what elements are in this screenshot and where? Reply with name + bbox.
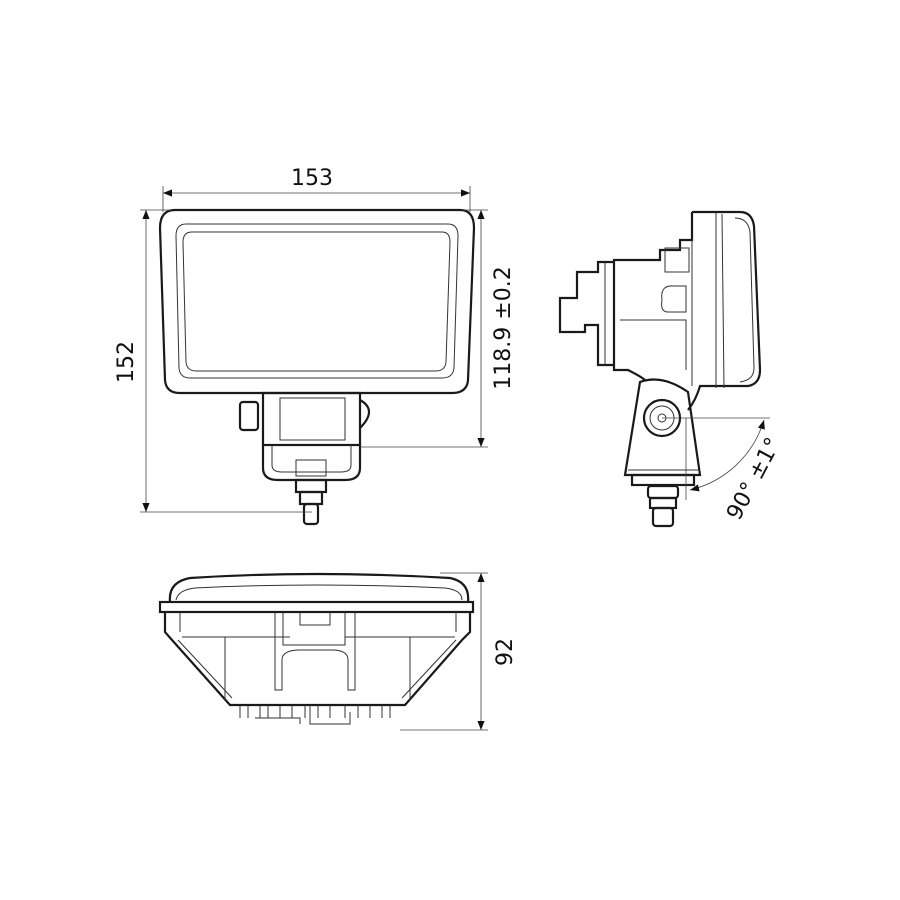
dimension-lens-height-label: 118.9 ±0.2 (491, 266, 516, 389)
dimension-width: 153 (162, 166, 471, 212)
dimension-height-label: 152 (114, 341, 139, 383)
dimension-angle: 90° ±1° (662, 417, 786, 525)
front-view (158, 208, 476, 526)
side-view (558, 210, 762, 528)
dimension-depth: 92 (400, 572, 518, 731)
dimension-height: 152 (114, 209, 312, 513)
bottom-view (158, 572, 475, 725)
dimension-angle-label: 90° ±1° (722, 434, 786, 525)
dimension-depth-label: 92 (493, 638, 518, 666)
dimension-lens-height: 118.9 ±0.2 (360, 209, 516, 448)
dimension-width-label: 153 (291, 166, 333, 191)
